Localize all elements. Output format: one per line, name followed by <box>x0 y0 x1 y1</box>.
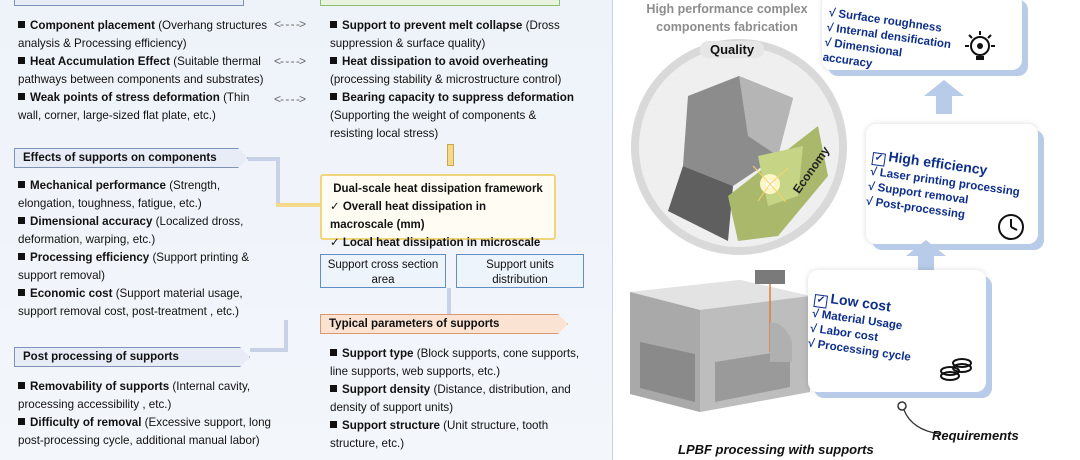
list-line: Processing efficiency (Support printing … <box>18 249 278 267</box>
quality-label: Quality <box>700 41 765 58</box>
connector <box>276 157 280 205</box>
right-title: High performance complex components fabr… <box>646 2 808 34</box>
post-processing-header: Post processing of supports <box>14 347 250 367</box>
list-line: (processing stability & microstructure c… <box>330 73 562 86</box>
list-line: processing accessibility , etc.) <box>18 398 172 411</box>
list-line: Bearing capacity to suppress deformation <box>330 89 610 107</box>
dashed-arrow: <- - - -> <box>274 17 306 31</box>
list-line: Support density (Distance, distribution,… <box>330 381 610 399</box>
requirements-pointer <box>897 401 941 435</box>
coins-icon <box>940 358 972 381</box>
lightbulb-gear-icon <box>965 31 995 60</box>
typical-parameters-list: Support type (Block supports, cone suppo… <box>330 345 610 453</box>
list-line: Economic cost (Support material usage, <box>18 285 278 303</box>
list-line: post-processing cycle, additional manual… <box>18 434 260 447</box>
list-line: Component placement (Overhang structures <box>18 17 288 35</box>
check-icon: ✓ <box>330 237 343 249</box>
dashed-arrow: <- - - -> <box>274 54 306 68</box>
up-arrow-icon <box>924 80 964 114</box>
framework-line: ✓ Overall heat dissipation in macroscale… <box>330 201 486 231</box>
list-line: wall, corner, large-sized flat plate, et… <box>18 109 216 122</box>
placement-list: Component placement (Overhang structures… <box>18 17 288 125</box>
list-line: Mechanical performance (Strength, <box>18 177 278 195</box>
list-line: structure, etc.) <box>330 437 405 450</box>
list-line: Heat Accumulation Effect (Suitable therm… <box>18 53 288 71</box>
top-header-remnant-left <box>14 0 244 6</box>
lpbf-caption: LPBF processing with supports <box>678 442 874 457</box>
triad-circle-graphic <box>631 39 847 255</box>
list-line: pathways between components and substrat… <box>18 73 264 86</box>
list-line: support removal) <box>18 269 105 282</box>
framework-title: Dual-scale heat dissipation framework <box>333 183 543 195</box>
lpbf-machine-graphic <box>630 270 810 412</box>
support-function-list: Support to prevent melt collapse (Dross … <box>330 17 610 143</box>
list-line: Removability of supports (Internal cavit… <box>18 378 288 396</box>
connector <box>276 203 320 207</box>
connector <box>284 320 288 350</box>
dual-scale-framework-box: Dual-scale heat dissipation framework ✓ … <box>320 174 556 267</box>
list-line: support removal cost, post-treatment , e… <box>18 305 240 318</box>
clock-icon <box>998 214 1024 240</box>
list-line: elongation, toughness, fatigue, etc.) <box>18 197 202 210</box>
list-line: Heat dissipation to avoid overheating <box>330 53 610 71</box>
dashed-arrow: <- - - -> <box>274 92 306 106</box>
list-line: Support to prevent melt collapse (Dross <box>330 17 610 35</box>
list-line: Weak points of stress deformation (Thin <box>18 89 288 107</box>
support-units-distribution-box: Support units distribution <box>456 254 584 288</box>
list-line: Difficulty of removal (Excessive support… <box>18 414 288 432</box>
list-line: suppression & surface quality) <box>330 37 486 50</box>
list-line: deformation, warping, etc.) <box>18 233 156 246</box>
connector <box>447 288 451 314</box>
connector <box>447 144 454 166</box>
post-processing-list: Removability of supports (Internal cavit… <box>18 378 288 450</box>
effects-list: Mechanical performance (Strength, elonga… <box>18 177 278 321</box>
quality-requirement-card: √ Surface roughness √ Internal densifica… <box>822 0 1022 70</box>
up-arrow-icon <box>906 240 946 274</box>
list-line: analysis & Processing efficiency) <box>18 37 187 50</box>
requirements-label: Requirements <box>932 428 1019 443</box>
support-cross-section-box: Support cross section area <box>320 254 446 288</box>
effects-header: Effects of supports on components <box>14 148 248 168</box>
list-line: Dimensional accuracy (Localized dross, <box>18 213 278 231</box>
list-line: Support type (Block supports, cone suppo… <box>330 345 610 363</box>
list-line: Support structure (Unit structure, tooth <box>330 417 610 435</box>
list-line: line supports, web supports, etc.) <box>330 365 501 378</box>
top-header-remnant-right <box>320 0 560 6</box>
check-icon: ✓ <box>330 201 343 213</box>
list-line: density of support units) <box>330 401 454 414</box>
connector <box>250 348 288 352</box>
list-line: (Supporting the weight of components & <box>330 109 537 122</box>
connector <box>248 157 278 161</box>
efficiency-requirement-card: ✓High efficiency √ Laser printing proces… <box>865 124 1038 244</box>
low-cost-requirement-card: ✓Low cost √ Material Usage √ Labor cost … <box>807 270 986 392</box>
list-line: resisting local stress) <box>330 127 439 140</box>
typical-parameters-header: Typical parameters of supports <box>320 314 568 334</box>
